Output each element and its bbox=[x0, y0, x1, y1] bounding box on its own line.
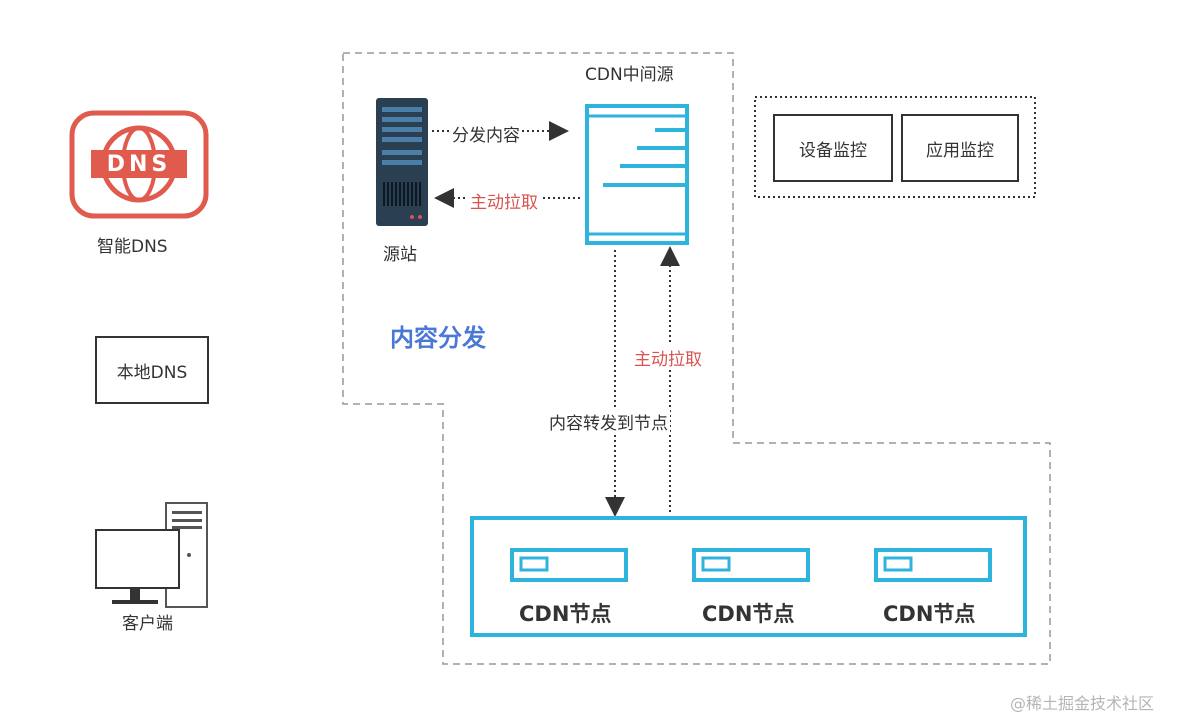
edge-forward-label: 内容转发到节点 bbox=[547, 409, 670, 434]
content-distribution-title: 内容分发 bbox=[390, 324, 486, 352]
local-dns-box: 本地DNS bbox=[95, 336, 209, 404]
origin-label: 源站 bbox=[383, 245, 417, 265]
cdn-node-label: CDN节点 bbox=[702, 602, 795, 626]
cdn-origin-label: CDN中间源 bbox=[585, 65, 674, 85]
device-monitoring-label: 设备监控 bbox=[799, 140, 867, 161]
cdn-region-outline bbox=[342, 52, 1051, 665]
local-dns-label: 本地DNS bbox=[116, 362, 188, 383]
dns-icon bbox=[69, 110, 209, 219]
app-monitoring-box: 应用监控 bbox=[901, 114, 1019, 182]
monitoring-group-border bbox=[754, 96, 1036, 198]
smart-dns-label: 智能DNS bbox=[97, 237, 168, 257]
computer-icon bbox=[95, 502, 208, 608]
node-rack-icon bbox=[510, 548, 628, 582]
server-icon bbox=[376, 98, 428, 226]
cdn-origin-icon bbox=[585, 104, 689, 245]
cdn-node-label: CDN节点 bbox=[883, 602, 976, 626]
app-monitoring-label: 应用监控 bbox=[926, 140, 994, 161]
node-rack-icon bbox=[692, 548, 810, 582]
cdn-node-label: CDN节点 bbox=[519, 602, 612, 626]
client-label: 客户端 bbox=[122, 614, 173, 634]
edge-distribute-label: 分发内容 bbox=[450, 121, 522, 146]
device-monitoring-box: 设备监控 bbox=[773, 114, 893, 182]
edge-pull-right-label: 主动拉取 bbox=[632, 345, 704, 370]
watermark: @稀土掘金技术社区 bbox=[1010, 694, 1155, 713]
edge-pull-top-label: 主动拉取 bbox=[468, 188, 540, 213]
dns-icon-text: DNS bbox=[106, 151, 172, 177]
node-rack-icon bbox=[874, 548, 992, 582]
